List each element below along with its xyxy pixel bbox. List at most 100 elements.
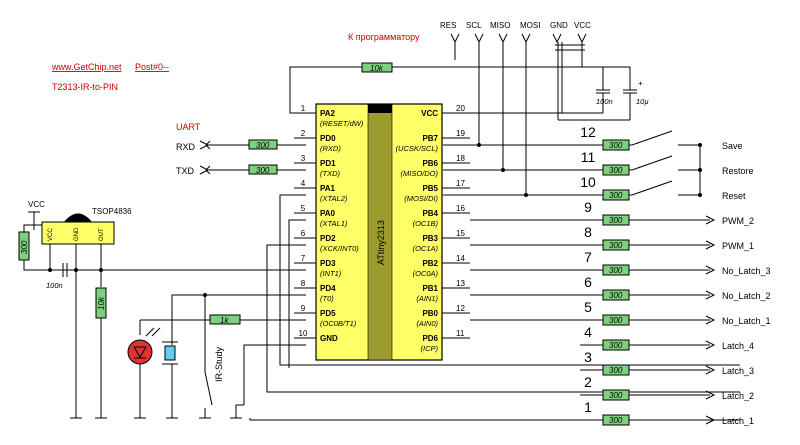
output-label: Latch_3 [722,366,754,376]
output-channel-number: 7 [584,249,592,265]
output-label: PWM_1 [722,241,754,251]
output-resistor-value: 300 [609,191,623,200]
prog-pin-miso: MISO [490,21,510,30]
output-resistor [602,164,630,176]
pd5-resistor [209,314,241,325]
output-resistor-value: 300 [609,366,623,375]
red-led [127,339,153,365]
mcu-pin-number: 10 [299,329,308,338]
mcu-pin-name: PD1 [320,159,336,168]
sensor-model: TSOP4836 [92,207,132,216]
mcu-pin-name: PD6 [422,334,438,343]
mcu-pin-name: PD4 [320,284,336,293]
mcu-pin-alt: (AIN1) [416,294,438,303]
prog-pin-res: RES [440,21,456,30]
output-resistor [602,139,630,151]
output-label: PWM_2 [722,216,754,226]
mcu-pin-alt: (OC0B/T1) [320,319,357,328]
output-resistor [602,314,630,326]
output-channel-number: 11 [581,149,596,165]
output-resistor-value: 300 [609,266,623,275]
mcu-pin-number: 8 [301,279,306,288]
output-resistor [602,414,630,426]
output-channels: 30012Save30011Restore30010Reset3009PWM_2… [470,124,771,426]
output-label: Reset [722,191,746,201]
mcu-pin-number: 2 [301,129,306,138]
output-channel-number: 8 [584,224,592,240]
output-resistor-value: 300 [609,291,623,300]
mcu-pin-number: 6 [301,229,306,238]
output-resistor [602,264,630,276]
prog-pin-gnd: GND [550,21,568,30]
led-resistor-value: 10k [97,296,106,310]
output-channel-number: 6 [584,274,592,290]
sensor-resistor-value: 300 [20,240,29,254]
mcu-pin-number: 16 [456,204,465,213]
uart-label: UART [176,122,201,132]
mcu-pin-name: VCC [421,109,438,118]
mcu-pin-alt: (RESET/dW) [320,119,364,128]
mcu-pin-number: 17 [456,179,465,188]
output-channel-number: 1 [584,399,592,415]
mcu-pin-name: PB7 [422,134,438,143]
mcu-pin-alt: (UCSK/SCL) [395,144,438,153]
output-label: Latch_2 [722,391,754,401]
mcu-pin-alt: (AIN0) [416,319,438,328]
mcu-pin-number: 1 [301,104,306,113]
rxd-resistor-value: 300 [256,141,270,150]
output-channel-number: 5 [584,299,592,315]
mcu-pin-number: 11 [456,329,465,338]
output-channel-number: 4 [584,324,592,340]
output-resistor [602,364,630,376]
mcu-pin-alt: (OC1A) [413,244,439,253]
prog-pin-scl: SCL [466,21,482,30]
uart-txd-label: TXD [176,166,195,176]
pd5-resistor-value: 1k [220,316,229,325]
prog-pin-mosi: MOSI [520,21,540,30]
output-resistor-value: 300 [609,241,623,250]
txd-resistor-value: 300 [256,166,270,175]
mcu-pin-number: 4 [301,179,306,188]
mcu-pin-name: PB5 [422,184,438,193]
sensor-pin-vcc: VCC [48,228,54,241]
mcu-pin-name: PD2 [320,234,336,243]
output-resistor-value: 300 [609,316,623,325]
mcu-pin-alt: (XCK/INT0) [320,244,359,253]
output-resistor-value: 300 [609,391,623,400]
mcu-pin-number: 12 [456,304,465,313]
prog-pin-vcc: VCC [574,21,591,30]
mcu-pin-alt: (RXD) [320,144,341,153]
output-resistor [602,339,630,351]
output-resistor [602,189,630,201]
programmer-label: К программатору [348,32,420,42]
mcu-center-strip [367,103,393,361]
output-label: Latch_4 [722,341,754,351]
sensor-pin-out: OUT [99,228,105,241]
mcu-pin-name: PD5 [320,309,336,318]
cap-100n-value: 100n [596,97,613,106]
mcu-pin-number: 5 [301,204,306,213]
mcu-pin-alt: (OC1B) [413,219,439,228]
sensor-vcc-label: VCC [28,200,45,209]
output-label: Latch_1 [722,416,754,426]
mcu-pin-name: PD0 [320,134,336,143]
output-resistor-value: 300 [609,141,623,150]
mcu-pin-alt: (XTAL1) [320,219,348,228]
ir-led [164,345,176,361]
ir-study-label: IR-Study [214,346,224,382]
mcu-pin-number: 14 [456,254,465,263]
mcu-pin-alt: (MISO/DO) [401,169,439,178]
project-name: T2313-IR-to-PIN [52,82,118,92]
post-label: Post#0-- [135,62,169,72]
pullup-resistor-value: 10k [370,64,384,73]
mcu-pin-number: 9 [301,304,306,313]
mcu-pin-number: 19 [456,129,465,138]
mcu-pin-alt: (T0) [320,294,334,303]
mcu-pin-alt: (XTAL2) [320,194,348,203]
mcu-pin-name: PB1 [422,284,438,293]
output-label: No_Latch_1 [722,316,771,326]
mcu-pin-number: 7 [301,254,306,263]
website-link[interactable]: www.GetChip.net [51,62,122,72]
mcu-pin-name: PA0 [320,209,336,218]
